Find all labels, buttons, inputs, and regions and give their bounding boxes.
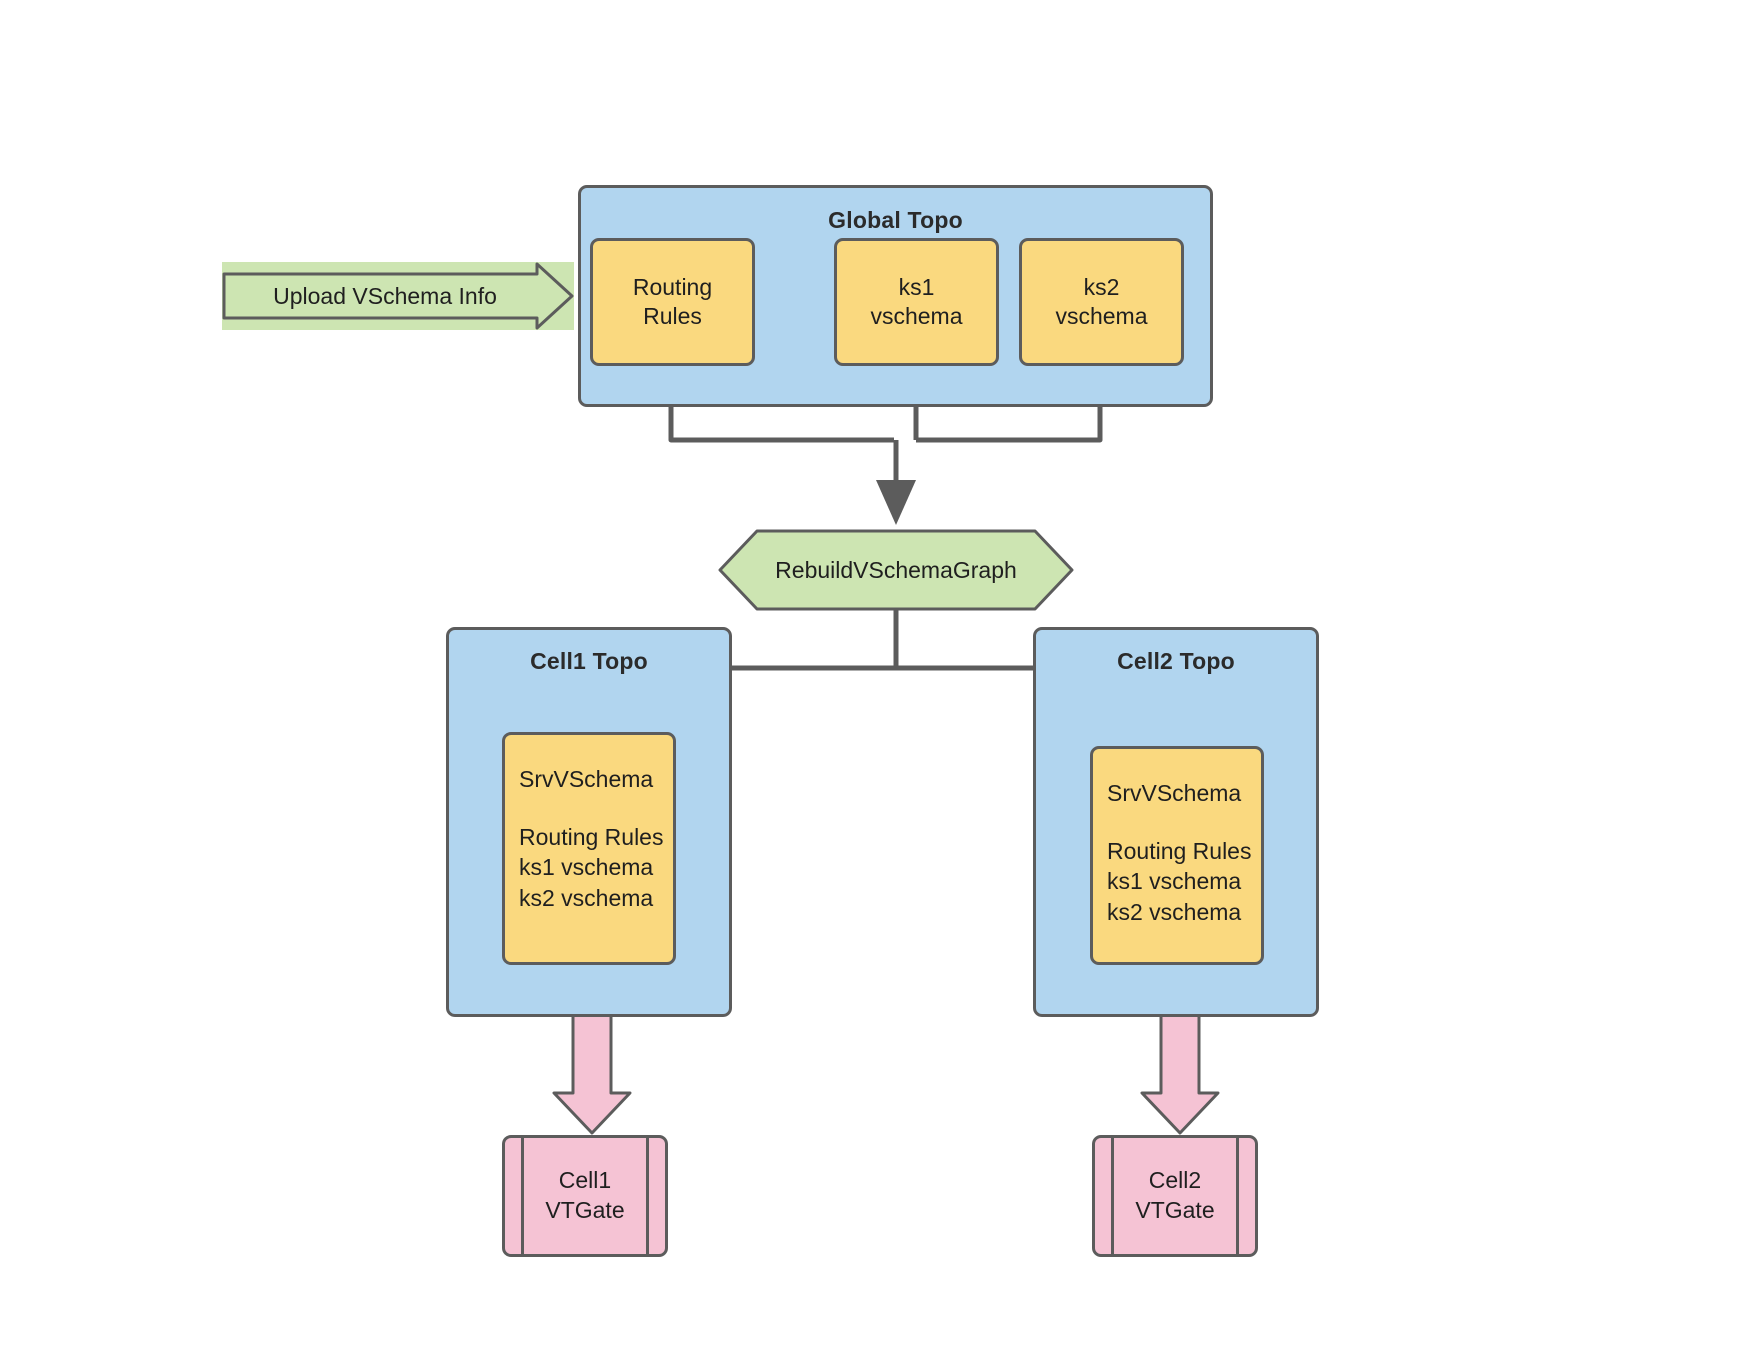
rebuild-vschema-graph-label: RebuildVSchemaGraph <box>775 556 1017 583</box>
cell1-srvvschema-items: Routing Rules ks1 vschema ks2 vschema <box>519 823 664 911</box>
global-box-ks1-vschema[interactable]: ks1 vschema <box>834 238 999 366</box>
cell1-srvvschema-box[interactable]: SrvVSchema Routing Rules ks1 vschema ks2… <box>502 732 676 965</box>
cell2-srvvschema-box[interactable]: SrvVSchema Routing Rules ks1 vschema ks2… <box>1090 746 1264 965</box>
cell1-vtgate-label: Cell1 VTGate <box>545 1167 625 1223</box>
cell1-vtgate-box[interactable]: Cell1 VTGate <box>502 1135 668 1257</box>
hexagon-shape <box>718 529 1074 611</box>
upload-vschema-arrow: Upload VSchema Info <box>222 262 574 330</box>
upload-arrow-label: Upload VSchema Info <box>273 282 497 309</box>
cell1-vtgate-left-bar <box>521 1135 524 1257</box>
cell2-srvvschema-items: Routing Rules ks1 vschema ks2 vschema <box>1107 837 1252 925</box>
global-box-ks2-vschema-label: ks2 vschema <box>1055 274 1148 329</box>
global-box-ks2-vschema[interactable]: ks2 vschema <box>1019 238 1184 366</box>
cell2-topo-title: Cell2 Topo <box>1117 648 1235 674</box>
global-topo-title: Global Topo <box>828 207 963 233</box>
global-box-routing-rules[interactable]: Routing Rules <box>590 238 755 366</box>
global-box-routing-rules-label: Routing Rules <box>632 274 713 329</box>
rebuild-vschema-graph-node[interactable]: RebuildVSchemaGraph <box>718 529 1074 611</box>
cell1-vtgate-right-bar <box>646 1135 649 1257</box>
cell2-vtgate-label: Cell2 VTGate <box>1135 1167 1215 1223</box>
cell1-srvvschema-heading: SrvVSchema <box>519 766 654 792</box>
upload-arrow-shape <box>222 262 574 330</box>
cell2-vtgate-right-bar <box>1236 1135 1239 1257</box>
cell2-srvvschema-heading: SrvVSchema <box>1107 780 1242 806</box>
cell1-topo-title: Cell1 Topo <box>530 648 648 674</box>
global-box-ks1-vschema-label: ks1 vschema <box>870 274 963 329</box>
cell2-vtgate-box[interactable]: Cell2 VTGate <box>1092 1135 1258 1257</box>
cell2-vtgate-left-bar <box>1111 1135 1114 1257</box>
